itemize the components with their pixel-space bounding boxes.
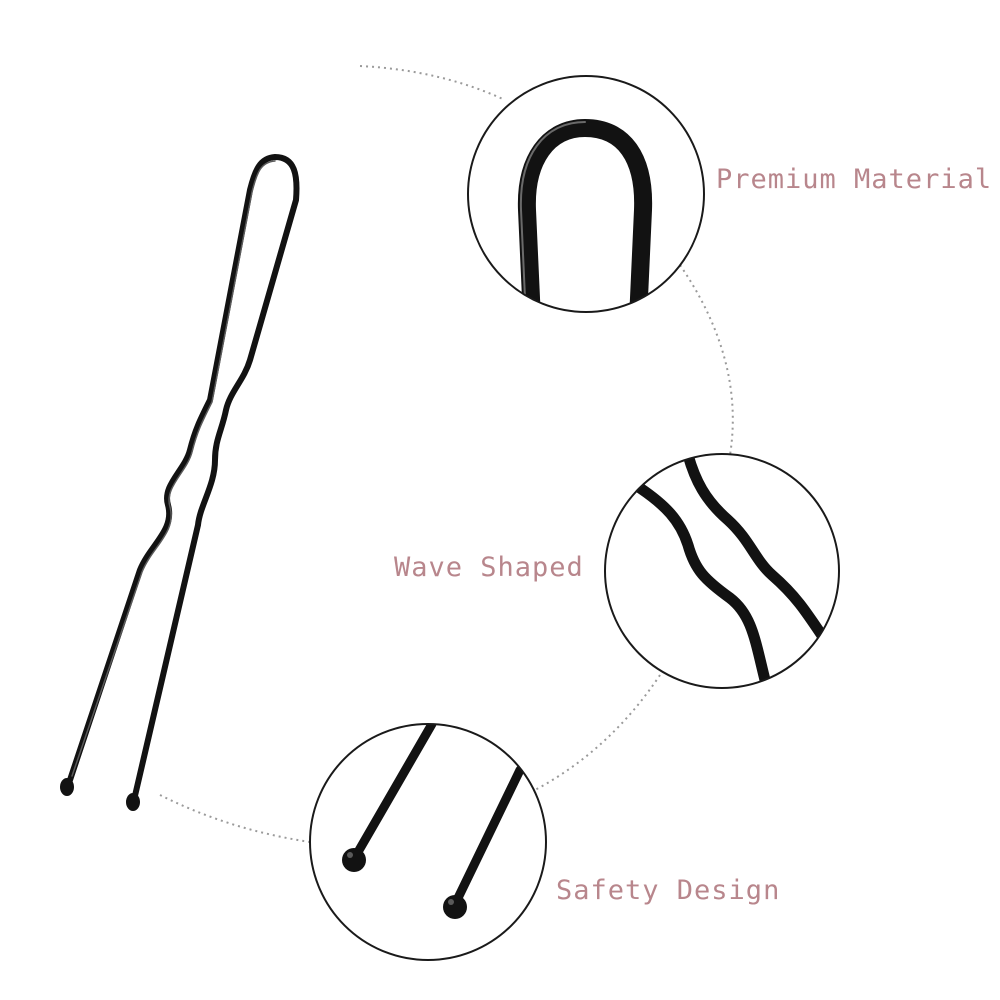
dotted-connector-bottom bbox=[159, 794, 311, 843]
hairpin-tip-right bbox=[126, 793, 140, 811]
hairpin-inner-highlight bbox=[71, 160, 276, 777]
wave-shaped-label: Wave Shaped bbox=[394, 552, 584, 583]
safety-closeup bbox=[309, 723, 547, 961]
bend-closeup-icon bbox=[517, 118, 653, 312]
wave-closeup bbox=[604, 453, 840, 689]
wave-closeup-left-prong bbox=[634, 482, 771, 686]
safety-tip-icon bbox=[342, 848, 366, 872]
hairpin-tip-left bbox=[60, 778, 74, 796]
premium-closeup bbox=[467, 75, 705, 313]
dotted-connector-top bbox=[359, 65, 506, 101]
safety-design-label: Safety Design bbox=[556, 875, 781, 906]
hairpin-outer bbox=[65, 154, 300, 803]
premium-material-label: Premium Material bbox=[716, 164, 993, 195]
tip-closeup-left-prong bbox=[353, 724, 437, 857]
tip-closeup-right-prong bbox=[453, 765, 525, 903]
dotted-connector-mid bbox=[534, 674, 661, 791]
hairpin bbox=[60, 154, 300, 811]
dotted-connector bbox=[159, 65, 734, 843]
dotted-connector-right bbox=[679, 264, 734, 456]
wave-closeup-right-prong bbox=[682, 454, 831, 646]
